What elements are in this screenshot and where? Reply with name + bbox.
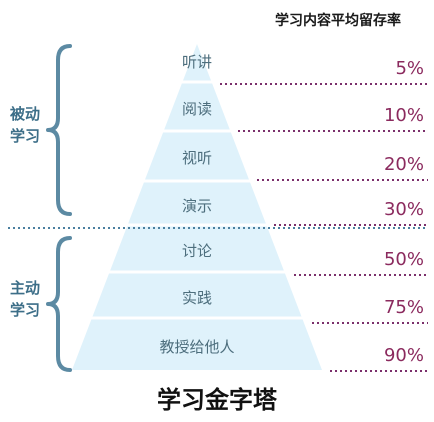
retention-percent-2: 10%	[383, 105, 424, 126]
level-label-3: 视听	[181, 149, 212, 167]
level-label-6: 实践	[181, 289, 212, 307]
level-label-4: 演示	[181, 197, 212, 215]
retention-percent-5: 50%	[383, 249, 424, 270]
retention-percent-6: 75%	[383, 297, 424, 318]
group-label-passive: 被动学习	[9, 105, 40, 145]
level-label-1: 听讲	[181, 53, 212, 71]
retention-percent-1: 5%	[395, 58, 424, 79]
brace-passive	[46, 44, 72, 216]
level-label-5: 讨论	[181, 242, 212, 260]
pyramid-body	[72, 44, 322, 370]
brace-active	[46, 236, 72, 372]
diagram-title: 学习金字塔	[157, 385, 277, 414]
retention-header: 学习内容平均留存率	[275, 13, 401, 29]
group-label-active: 主动学习	[9, 279, 40, 319]
retention-percent-7: 90%	[383, 345, 424, 366]
level-label-2: 阅读	[181, 100, 212, 118]
retention-percent-4: 30%	[383, 199, 424, 220]
retention-percent-3: 20%	[383, 154, 424, 175]
level-label-7: 教授给他人	[159, 338, 235, 356]
